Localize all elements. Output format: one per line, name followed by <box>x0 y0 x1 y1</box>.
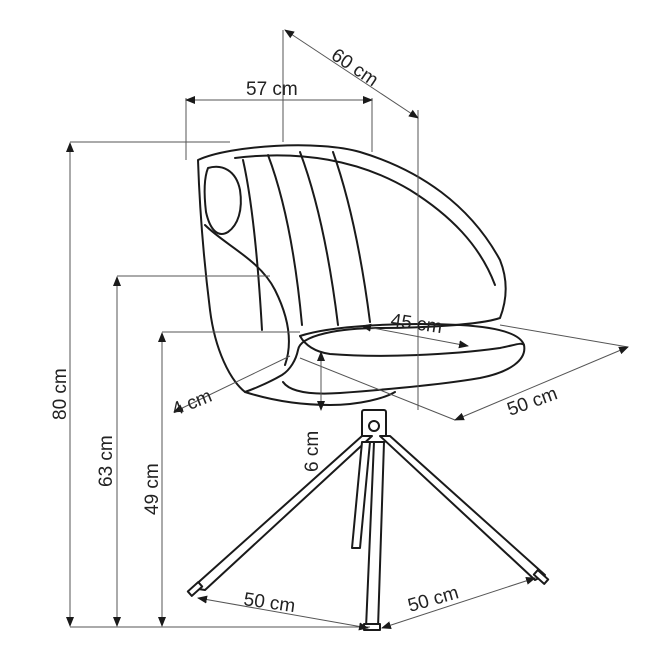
swivel-bolt <box>368 420 380 432</box>
seat-thickness-label: 4 cm <box>169 386 215 421</box>
backrest-inner-edge <box>234 154 496 286</box>
base-left-label: 50 cm <box>242 589 296 617</box>
backrest-channel-1 <box>242 159 263 331</box>
backrest-channel-3 <box>299 151 339 326</box>
seat-underside <box>244 391 396 406</box>
seat-gap-label: 6 cm <box>302 431 323 472</box>
dimension-arrows <box>66 29 629 631</box>
backrest-channel-2 <box>267 154 303 326</box>
seat-width-label: 50 cm <box>505 383 561 420</box>
base-left-arrow <box>197 595 369 631</box>
seat-front-edge <box>299 335 525 357</box>
leg-front-left <box>191 435 373 591</box>
leg-cap-left <box>186 581 204 597</box>
backrest-channel-4 <box>332 151 371 323</box>
shell-inner-edge <box>203 165 242 235</box>
depth-arrow <box>284 29 419 119</box>
seat-width-arrow <box>454 346 629 421</box>
total-height-label: 80 cm <box>50 368 71 420</box>
seat-height-label: 49 cm <box>142 463 163 515</box>
seat-depth-label: 45 cm <box>389 310 443 338</box>
seat-thickness-arrow <box>173 355 291 413</box>
armrest-height-label: 63 cm <box>96 435 117 487</box>
depth-label: 60 cm <box>327 45 382 91</box>
leg-back-right <box>365 441 385 629</box>
base-right-arrow <box>381 576 536 630</box>
shell-side-contour <box>204 224 290 366</box>
chair-drawing <box>186 144 550 631</box>
leg-cap-right <box>532 569 550 585</box>
seat-depth-arrow <box>361 323 469 349</box>
leg-back-left <box>351 441 371 549</box>
leg-front-right <box>379 435 546 581</box>
width-label: 57 cm <box>246 79 298 100</box>
